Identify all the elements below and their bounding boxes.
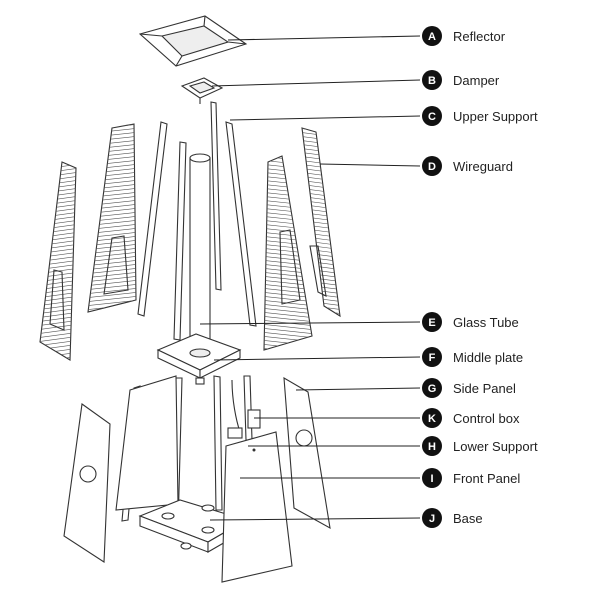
- wire-mesh-line: [264, 331, 312, 339]
- wire-mesh-line: [264, 327, 312, 335]
- callout-e: E Glass Tube: [422, 312, 519, 332]
- callout-badge: [422, 508, 442, 528]
- wire-mesh-line: [264, 307, 312, 315]
- callout-j: J Base: [422, 508, 483, 528]
- callout-letter: C: [428, 111, 436, 123]
- wire-mesh-line: [264, 315, 312, 323]
- callout-badge: [422, 468, 442, 488]
- callout-b: B Damper: [422, 70, 500, 90]
- leader-lines: [199, 35, 421, 521]
- callout-badge: [422, 436, 442, 456]
- callout-letter: E: [428, 317, 435, 329]
- wire-mesh-line: [36, 144, 80, 150]
- callout-letter: G: [428, 383, 437, 395]
- callout-a: A Reflector: [422, 26, 506, 46]
- wire-mesh-line: [36, 148, 80, 154]
- wire-mesh-line: [84, 108, 140, 114]
- wire-mesh-line: [298, 120, 344, 126]
- wire-mesh-line: [40, 162, 76, 167]
- wire-mesh-line: [40, 355, 76, 360]
- callout-letter: B: [428, 75, 436, 87]
- wire-mesh-line: [88, 275, 136, 283]
- callout-label: Middle plate: [453, 350, 523, 365]
- upper-support-parts: [137, 101, 257, 341]
- reflector-part: [138, 15, 248, 67]
- callout-k: K Control box: [422, 408, 520, 428]
- callout-list: A Reflector B Damper C Upper Support D W…: [422, 26, 538, 528]
- wire-mesh-line: [302, 155, 340, 163]
- callout-g: G Side Panel: [422, 378, 516, 398]
- wire-mesh-line: [84, 112, 140, 118]
- wire-mesh-line: [88, 295, 136, 303]
- callout-label: Lower Support: [453, 439, 538, 454]
- callout-label: Base: [453, 511, 483, 526]
- callout-letter: H: [428, 441, 436, 453]
- wire-mesh-line: [36, 364, 80, 370]
- callout-label: Front Panel: [453, 471, 520, 486]
- wire-mesh-line: [36, 152, 80, 158]
- callout-badge: [422, 312, 442, 332]
- wire-mesh-line: [84, 104, 140, 110]
- wire-mesh-line: [88, 299, 136, 307]
- callout-badge: [422, 156, 442, 176]
- callout-label: Control box: [453, 411, 520, 426]
- callout-label: Reflector: [453, 29, 506, 44]
- callout-badge: [422, 106, 442, 126]
- callout-letter: I: [430, 473, 433, 485]
- callout-letter: A: [428, 31, 436, 43]
- wire-mesh-line: [40, 162, 76, 163]
- callout-badge: [422, 70, 442, 90]
- callout-letter: F: [429, 352, 436, 364]
- wire-mesh-line: [88, 291, 136, 299]
- wire-mesh-line: [88, 283, 136, 291]
- callout-f: F Middle plate: [422, 347, 523, 367]
- callout-badge: [422, 347, 442, 367]
- callout-badge: [422, 26, 442, 46]
- wire-mesh-line: [88, 267, 136, 275]
- wire-mesh-line: [264, 311, 312, 319]
- wire-mesh-line: [260, 352, 316, 358]
- damper-part: [180, 77, 224, 104]
- callout-h: H Lower Support: [422, 436, 538, 456]
- wire-mesh-line: [264, 303, 312, 311]
- wire-mesh-line: [264, 323, 312, 331]
- wire-mesh-line: [84, 116, 140, 122]
- control-box-part: [227, 379, 261, 439]
- callout-i: I Front Panel: [422, 468, 520, 488]
- callout-c: C Upper Support: [422, 106, 538, 126]
- wire-mesh-line: [40, 359, 76, 360]
- callout-label: Upper Support: [453, 109, 538, 124]
- callout-label: Glass Tube: [453, 315, 519, 330]
- wire-mesh-line: [88, 279, 136, 287]
- callout-label: Wireguard: [453, 159, 513, 174]
- wire-mesh-line: [302, 159, 340, 167]
- side-panel-left-part: [63, 403, 111, 563]
- wire-mesh-line: [88, 311, 136, 312]
- back-panel-part: [115, 375, 179, 511]
- callout-d: D Wireguard: [422, 156, 513, 176]
- callout-letter: D: [428, 161, 436, 173]
- glass-tube-part: [189, 153, 211, 359]
- callout-letter: J: [429, 513, 435, 525]
- callout-label: Side Panel: [453, 381, 516, 396]
- wire-mesh-line: [88, 287, 136, 295]
- callout-label: Damper: [453, 73, 500, 88]
- callout-badge: [422, 408, 442, 428]
- side-panel-right-part: [283, 376, 331, 530]
- middle-plate-part: [156, 333, 242, 385]
- wire-mesh-line: [260, 360, 316, 366]
- front-panel-part: [221, 431, 293, 583]
- callout-badge: [422, 378, 442, 398]
- wire-mesh-line: [88, 271, 136, 279]
- callout-letter: K: [428, 413, 436, 425]
